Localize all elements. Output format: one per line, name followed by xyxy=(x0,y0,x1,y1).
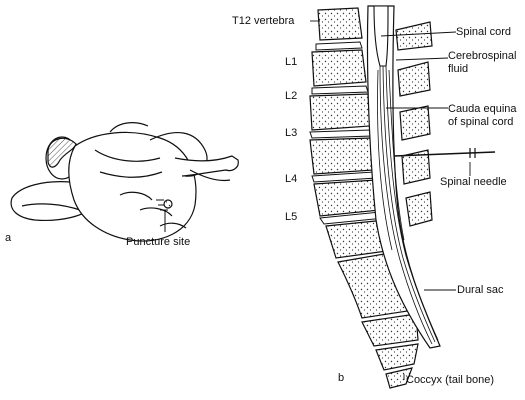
label-leaders xyxy=(310,20,471,380)
panel-a-letter: a xyxy=(5,232,12,244)
csf-label-line2: fluid xyxy=(448,63,469,75)
t12-vertebra-label: T12 vertebra xyxy=(232,15,295,27)
vertebra-label-l2: L2 xyxy=(285,90,298,102)
spinal-needle-label: Spinal needle xyxy=(440,176,507,188)
cauda-equina-label-line1: Cauda equina xyxy=(448,103,517,115)
panel-b-letter: b xyxy=(338,372,345,384)
cauda-equina-label-line2: of spinal cord xyxy=(448,116,514,128)
spinal-cord-label: Spinal cord xyxy=(456,26,512,38)
puncture-site-label: Puncture site xyxy=(126,236,191,248)
spine-illustration xyxy=(309,5,496,389)
vertebra-label-l1: L1 xyxy=(285,56,298,68)
vertebra-label-l4: L4 xyxy=(285,173,298,185)
dural-sac-label: Dural sac xyxy=(457,284,504,296)
patient-illustration xyxy=(10,122,239,242)
vertebra-label-l3: L3 xyxy=(285,127,298,139)
vertebra-label-l5: L5 xyxy=(285,211,298,223)
coccyx-label: Coccyx (tail bone) xyxy=(406,374,495,386)
csf-label-line1: Cerebrospinal xyxy=(448,50,517,62)
